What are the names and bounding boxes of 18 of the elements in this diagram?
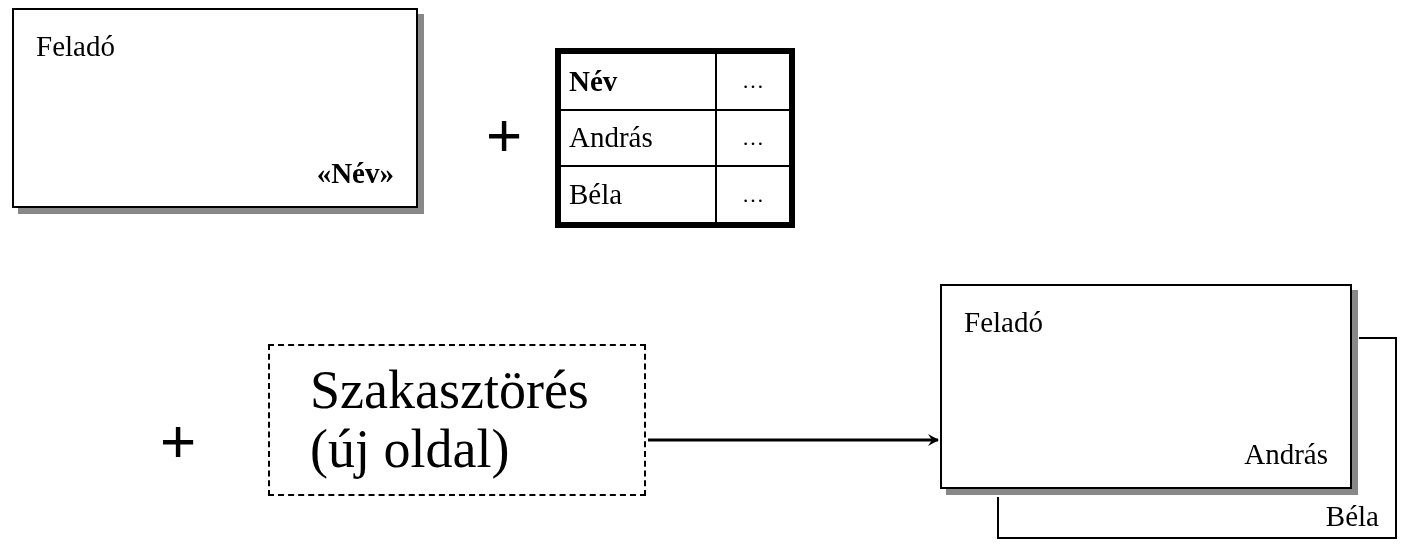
name-text: András <box>1244 440 1328 469</box>
section-break-text: Szakasztörés (új oldal) <box>309 358 590 481</box>
table-cell: András <box>560 109 716 167</box>
section-break-box <box>268 344 646 496</box>
sender-text: Feladó <box>36 32 115 61</box>
table-cell: … <box>716 53 790 110</box>
plus-sign: + <box>160 410 197 472</box>
plus-sign: + <box>486 104 523 166</box>
data-table <box>555 48 795 228</box>
table-cell: … <box>716 109 790 167</box>
merge-field: «Név» <box>316 159 394 188</box>
table-cell: Név <box>560 53 716 110</box>
arrow <box>648 434 939 446</box>
table-cell: Béla <box>560 166 716 223</box>
back-page <box>997 497 1397 539</box>
name-text: Béla <box>1325 502 1379 531</box>
table-cell: … <box>716 166 790 223</box>
sender-text: Feladó <box>964 308 1043 337</box>
